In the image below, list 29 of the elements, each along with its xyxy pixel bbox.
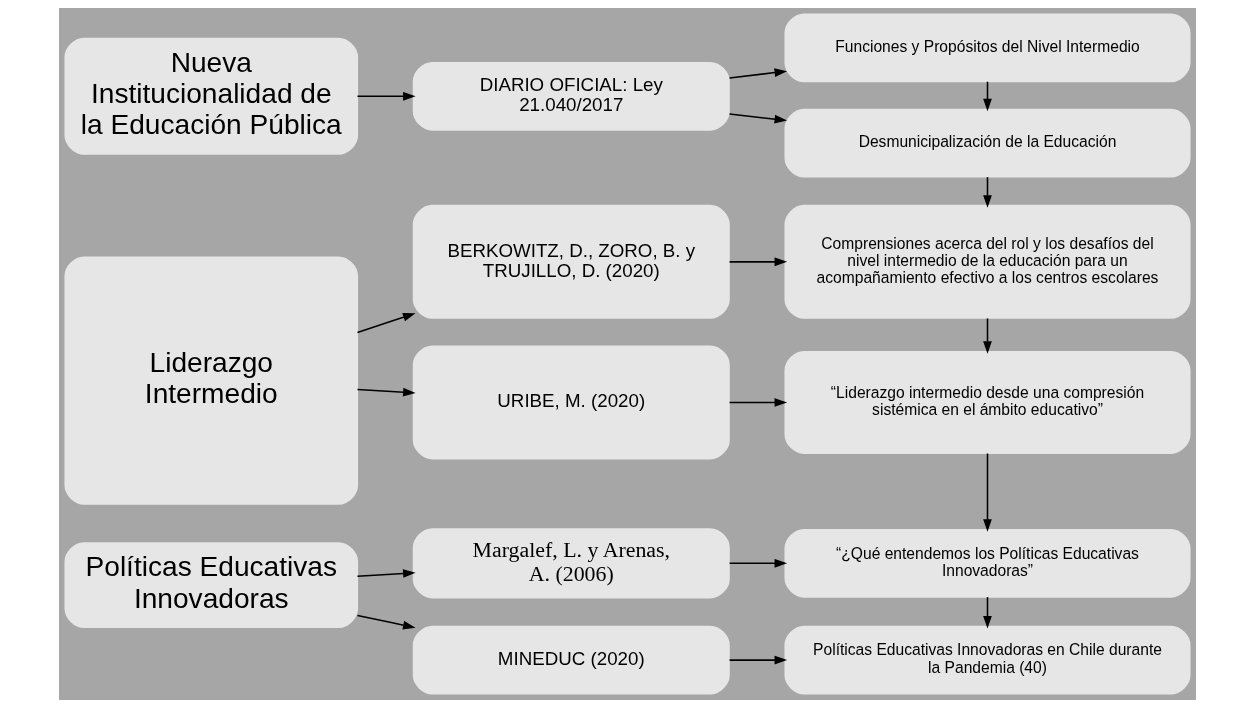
arrow: [356, 387, 416, 397]
arrow: [728, 113, 788, 124]
node-box: Liderazgo Intermedio: [64, 256, 359, 505]
node-box: Políticas Educativas Innovadoras: [64, 542, 359, 629]
node-box: BERKOWITZ, D., ZORO, B. y TRUJILLO, D. (2020): [412, 204, 730, 319]
arrow: [356, 569, 416, 578]
arrow: [356, 312, 416, 334]
arrow: [983, 317, 992, 354]
node-box: Comprensiones acerca del rol y los desafíos del nivel intermedio de la educación para un acompañamiento efectivo a los centros escolares: [784, 204, 1191, 319]
arrow: [728, 558, 788, 568]
arrow: [356, 614, 416, 630]
arrow: [356, 91, 416, 101]
arrow: [983, 596, 992, 629]
arrow: [728, 68, 788, 79]
node-box: “¿Qué entendemos los Políticas Educativas Innovadoras”: [784, 528, 1191, 598]
arrow: [983, 452, 992, 532]
node-box: Margalef, L. y Arenas, A. (2006): [412, 528, 730, 599]
arrow: [983, 176, 992, 208]
arrow: [728, 257, 788, 267]
node-box: DIARIO OFICIAL: Ley 21.040/2017: [412, 61, 730, 131]
node-box: Funciones y Propósitos del Nivel Intermedio: [784, 13, 1191, 83]
node-box: MINEDUC (2020): [412, 625, 730, 695]
node-box: URIBE, M. (2020): [412, 345, 730, 460]
arrow: [728, 655, 788, 665]
node-box: Políticas Educativas Innovadoras en Chile durante la Pandemia (40): [784, 625, 1191, 695]
arrow: [728, 398, 788, 407]
node-box: “Liderazgo intermedio desde una compresión sistémica en el ámbito educativo”: [784, 350, 1191, 454]
node-box: Desmunicipalización de la Educación: [784, 108, 1191, 178]
node-box: Nueva Institucionalidad de la Educación Pública: [64, 37, 359, 155]
